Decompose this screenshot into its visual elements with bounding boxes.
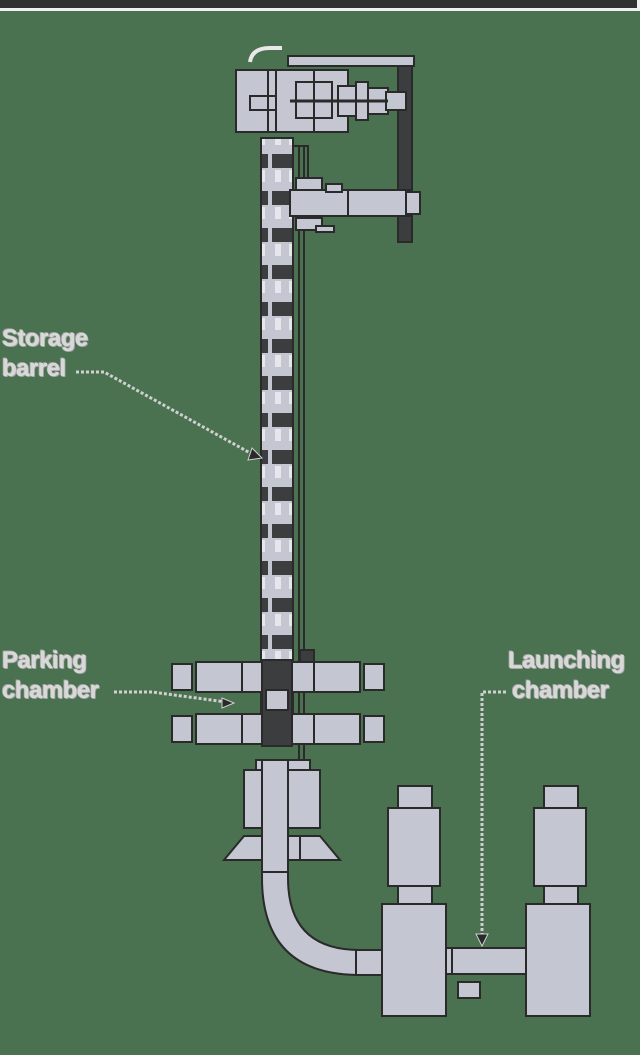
parking-chamber-leader xyxy=(114,690,227,704)
launch-unit-left xyxy=(381,785,447,1017)
side-piston xyxy=(289,177,421,233)
launching-chamber-label-line2: chamber xyxy=(512,677,609,704)
parking-arrowhead xyxy=(221,697,236,709)
storage-barrel-label: Storage barrel xyxy=(2,324,88,384)
storage-barrel-label-line1: Storage xyxy=(2,325,88,352)
storage-arrowhead xyxy=(247,447,264,461)
top-border-bar xyxy=(0,0,640,11)
launching-chamber-label: Launching chamber xyxy=(508,646,625,706)
launching-chamber-label-line1: Launching xyxy=(508,647,625,674)
launching-arrowhead xyxy=(475,933,489,948)
storage-barrel-label-line2: barrel xyxy=(2,355,66,382)
bent-transfer-tube xyxy=(261,759,383,977)
launching-chamber-tube xyxy=(445,947,527,999)
parking-chamber-label: Parking chamber xyxy=(2,646,99,706)
storage-barrel-leader xyxy=(76,370,253,456)
launching-chamber-leader xyxy=(480,690,506,936)
parking-chamber-label-line2: chamber xyxy=(2,677,99,704)
launch-unit-right xyxy=(525,785,591,1017)
parking-chamber-label-line1: Parking xyxy=(2,647,87,674)
